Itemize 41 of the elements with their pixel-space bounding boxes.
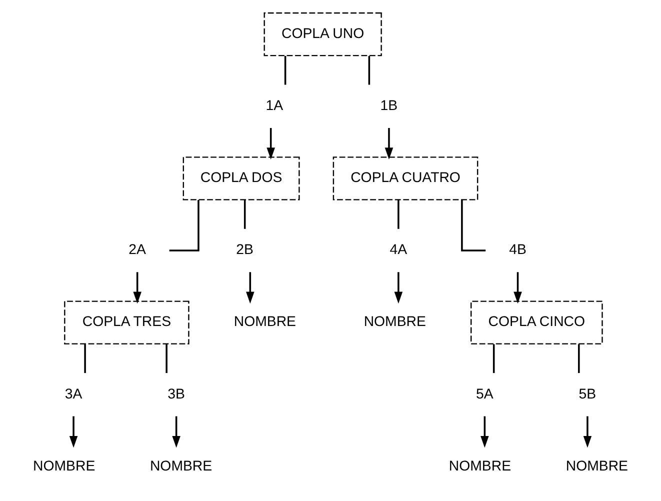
- node-text: NOMBRE: [150, 458, 212, 474]
- connector: [461, 200, 486, 252]
- node-text: 4A: [390, 242, 408, 258]
- node-text: 5B: [578, 386, 596, 402]
- node-text: 5A: [476, 386, 494, 402]
- connector: [492, 344, 495, 374]
- node-text: NOMBRE: [234, 314, 296, 330]
- node-text: 2A: [128, 242, 146, 258]
- connector: [169, 200, 200, 252]
- arrow: [583, 416, 592, 448]
- arrow: [480, 416, 489, 448]
- node-text: 2B: [236, 242, 254, 258]
- node-box: COPLA CUATRO: [332, 156, 478, 200]
- arrow: [133, 272, 142, 304]
- node-box: COPLA UNO: [264, 12, 382, 56]
- node-text: NOMBRE: [566, 458, 628, 474]
- node-text: 4B: [509, 242, 526, 258]
- node-text: 3B: [168, 386, 185, 402]
- connector: [284, 56, 286, 85]
- connector: [368, 56, 370, 85]
- arrow: [384, 128, 394, 160]
- node-text: NOMBRE: [448, 458, 512, 474]
- arrow: [172, 416, 180, 448]
- node-text: 1B: [380, 98, 398, 114]
- arrow: [394, 272, 403, 304]
- node-box: COPLA TRES: [64, 300, 190, 344]
- node-text: 1A: [266, 98, 284, 114]
- node-text: NOMBRE: [364, 314, 426, 330]
- connector: [84, 344, 86, 374]
- node-box: COPLA DOS: [182, 156, 300, 200]
- connector: [578, 344, 580, 374]
- arrow: [69, 416, 78, 448]
- arrow: [514, 272, 522, 304]
- arrow: [246, 272, 254, 304]
- node-text: 3A: [64, 386, 82, 402]
- node-text: NOMBRE: [33, 458, 96, 474]
- node-box: COPLA CINCO: [470, 300, 603, 344]
- connector: [398, 200, 400, 229]
- connector: [166, 344, 168, 374]
- connector: [244, 200, 246, 229]
- arrow: [266, 128, 275, 160]
